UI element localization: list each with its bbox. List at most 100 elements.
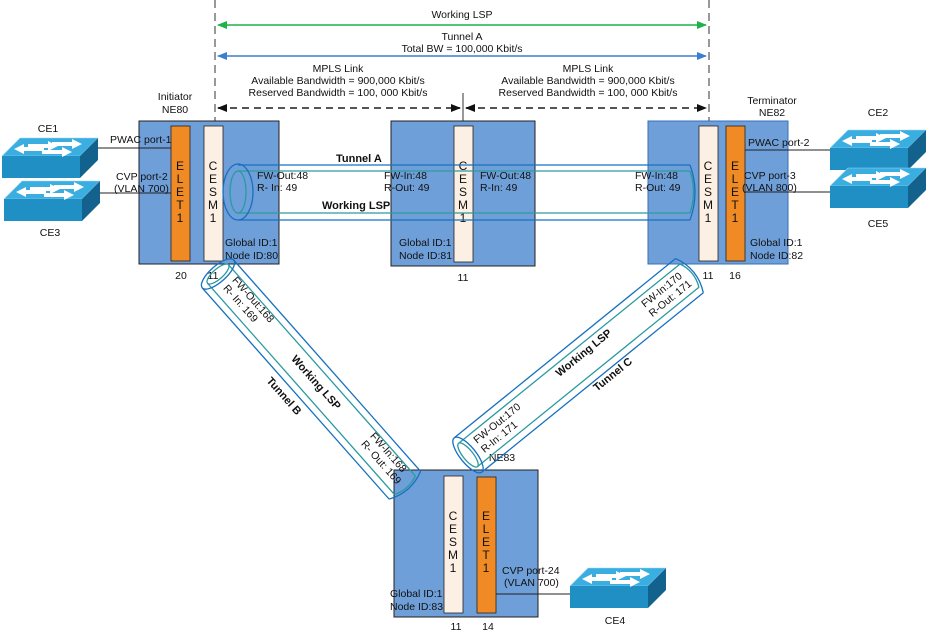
ce5-switch[interactable]: CE5 <box>829 167 927 230</box>
ne83-elet-letter: E <box>482 535 490 549</box>
ne80-node-id: Node ID:80 <box>225 250 278 262</box>
switch-icon <box>1 137 99 179</box>
ce3-switch[interactable]: CE3 <box>3 180 101 239</box>
ne83-cesm-letter: C <box>449 509 458 523</box>
ne83-chassis <box>393 469 539 618</box>
ne81-cesm-letter: 1 <box>460 211 467 225</box>
ne81-cesm-letter: M <box>458 198 468 212</box>
tunnel-a-name: Tunnel A <box>336 153 382 165</box>
ne80-cvp-port: CVP port-2 <box>116 171 168 183</box>
ne81-global-id: Global ID:1 <box>399 237 452 249</box>
ne81-cesm-slot: 11 <box>458 272 469 284</box>
ne83-elet-letter: 1 <box>483 561 490 575</box>
ne80-elet-letter: L <box>177 172 184 186</box>
ne82-cesm-letter: M <box>703 198 713 212</box>
ne83-elet-letter: E <box>482 509 490 523</box>
ne83-global-id: Global ID:1 <box>390 588 443 600</box>
ce5-label: CE5 <box>868 218 889 230</box>
switch-icon <box>3 180 101 222</box>
ce1-switch[interactable]: CE1 <box>1 123 99 179</box>
ne81-node-id: Node ID:81 <box>399 250 452 262</box>
ne82-node-id: Node ID:82 <box>750 250 803 262</box>
tunnel-b[interactable]: FW-Out:168 R- In: 169 Working LSP Tunnel… <box>184 254 424 514</box>
ne82-elet-slot: 16 <box>729 270 741 282</box>
ne81-cesm-letter: E <box>459 172 467 186</box>
ne82-name: NE82 <box>759 107 785 119</box>
ne82-role: Terminator <box>747 95 797 107</box>
ce2-switch[interactable]: CE2 <box>829 107 927 171</box>
ne82-cesm-card[interactable] <box>698 125 719 262</box>
mpls-link-1-title: MPLS Link <box>313 63 365 75</box>
ne82-cesm-letter: 1 <box>705 211 712 225</box>
ne81-tunnel-a-in-fw: FW-In:48 <box>384 170 427 182</box>
ne83-cesm-letter: S <box>449 535 457 549</box>
ce4-switch[interactable]: CE4 <box>569 567 667 627</box>
ne80-cesm-slot: 11 <box>208 270 219 282</box>
ce3-label: CE3 <box>40 227 61 239</box>
tunnel-a[interactable]: Tunnel A Working LSP FW-Out:48 R- In: 49… <box>222 153 696 221</box>
ce2-label: CE2 <box>868 107 889 119</box>
ne81-cesm-letter: C <box>459 159 468 173</box>
ne80-elet-letter: T <box>176 198 184 212</box>
ne80-elet-slot: 20 <box>175 270 187 282</box>
ne80-tunnel-a-fw: FW-Out:48 <box>257 170 308 182</box>
ne80-cesm-letter: E <box>209 172 217 186</box>
tunnel-a-end-ellipse <box>222 163 254 221</box>
ne83-cesm-slot: 11 <box>451 621 462 633</box>
ne81-tunnel-a-in-r: R-Out: 49 <box>384 182 430 194</box>
ce1-label: CE1 <box>38 123 59 135</box>
ne82-elet-letter: T <box>731 198 739 212</box>
mpls-link-1-available: Available Bandwidth = 900,000 Kbit/s <box>251 75 424 87</box>
ne80-tunnel-a-r: R- In: 49 <box>257 182 297 194</box>
ne83-node-id: Node ID:83 <box>390 601 443 613</box>
mpls-link-1-reserved: Reserved Bandwidth = 100, 000 Kbit/s <box>249 87 428 99</box>
ne82-cvp-port: CVP port-3 <box>744 170 796 182</box>
ne82-tunnel-a-fw: FW-In:48 <box>635 170 678 182</box>
mpls-link-2-available: Available Bandwidth = 900,000 Kbit/s <box>501 75 674 87</box>
ne80-cesm-letter: C <box>209 159 218 173</box>
ne80-cesm-letter: M <box>208 198 218 212</box>
switch-icon <box>829 129 927 171</box>
tunnel-c-name: Tunnel C <box>591 356 635 394</box>
total-bw-label: Total BW = 100,000 Kbit/s <box>401 43 522 55</box>
ne83-elet-card[interactable] <box>476 476 497 614</box>
node-ne83[interactable]: NE83 C E S M 1 E L E T 1 Global ID:1 Nod… <box>390 452 539 633</box>
ne81-tunnel-a-out-r: R-In: 49 <box>480 182 518 194</box>
ne82-cesm-slot: 11 <box>703 270 714 282</box>
node-ne82[interactable]: Terminator NE82 C E S M 1 E L E T 1 Glob… <box>647 95 803 282</box>
node-ne81[interactable]: C E S M 1 Global ID:1 Node ID:81 11 <box>390 120 536 284</box>
ne82-elet-letter: L <box>732 172 739 186</box>
ne83-cvp-port: CVP port-24 <box>502 565 560 577</box>
ne81-cesm-letter: S <box>459 185 467 199</box>
ne82-elet-card[interactable] <box>725 125 746 262</box>
ne80-elet-letter: E <box>176 185 184 199</box>
ne81-cesm-card[interactable] <box>453 125 474 263</box>
ne83-elet-letter: T <box>482 548 490 562</box>
node-ne80[interactable]: Initiator NE80 E L E T 1 C E S M 1 Globa… <box>138 91 280 282</box>
mpls-link-2-title: MPLS Link <box>563 63 615 75</box>
ne83-elet-slot: 14 <box>482 621 494 633</box>
tunnel-a-lsp: Working LSP <box>322 200 390 212</box>
ne82-global-id: Global ID:1 <box>750 237 803 249</box>
ne80-cesm-letter: S <box>209 185 217 199</box>
ce4-label: CE4 <box>605 615 626 627</box>
tunnel-a-end-ellipse <box>229 170 247 214</box>
mpls-link-2-reserved: Reserved Bandwidth = 100, 000 Kbit/s <box>499 87 678 99</box>
ne80-name: NE80 <box>162 104 188 116</box>
ne82-elet-letter: 1 <box>732 211 739 225</box>
ne80-elet-letter: E <box>176 159 184 173</box>
ne82-cesm-letter: S <box>704 185 712 199</box>
tunnel-c[interactable]: FW-Out:170 R-In: 171 Working LSP Tunnel … <box>448 255 716 487</box>
ne83-cesm-card[interactable] <box>443 475 464 614</box>
ne81-tunnel-a-out-fw: FW-Out:48 <box>480 170 531 182</box>
ne83-cesm-letter: 1 <box>450 561 457 575</box>
ne80-role: Initiator <box>158 91 193 103</box>
ne82-cesm-letter: C <box>704 159 713 173</box>
ne82-elet-letter: E <box>731 185 739 199</box>
ne83-elet-letter: L <box>483 522 490 536</box>
ne80-cvp-vlan: (VLAN 700) <box>114 183 169 195</box>
ne82-cesm-letter: E <box>704 172 712 186</box>
ne83-cvp-vlan: (VLAN 700) <box>504 577 559 589</box>
ne80-elet-letter: 1 <box>177 211 184 225</box>
